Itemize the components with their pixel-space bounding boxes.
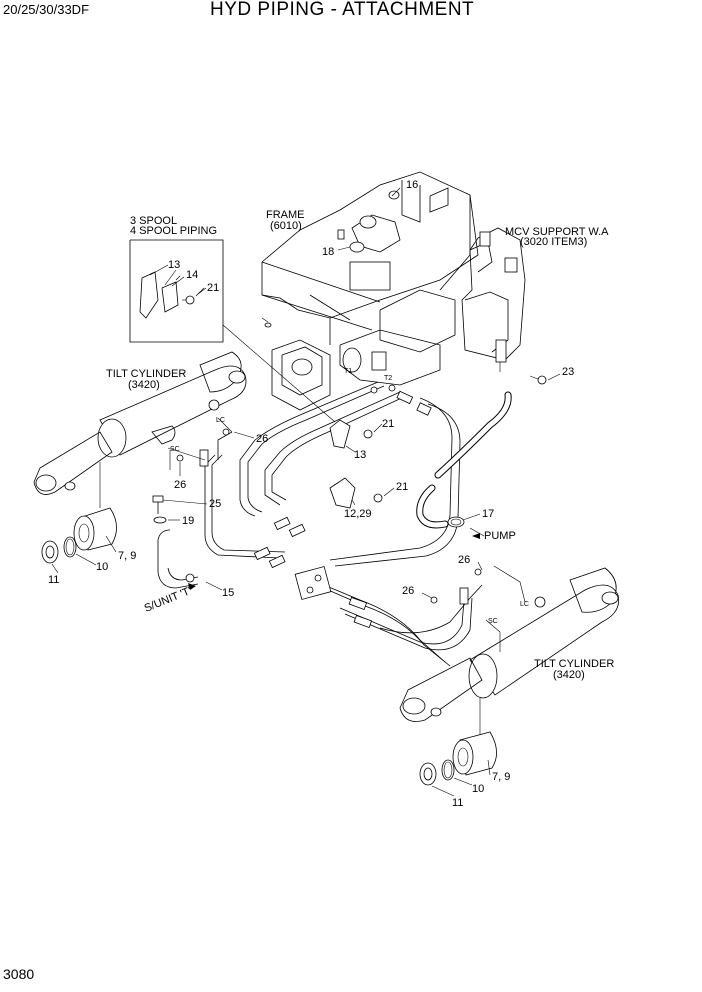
lc-left-label: LC (216, 417, 225, 424)
page-number: 3080 (3, 966, 35, 982)
callout-21-inset: 21 (207, 282, 219, 294)
sc-left-label: SC (170, 446, 180, 453)
callout-26-a: 26 (256, 433, 268, 445)
spool-inset-box (129, 239, 336, 423)
sunit-label: S/UNIT 'T' (143, 585, 194, 615)
frame-label: FRAME (266, 209, 305, 221)
callout-10-right: 10 (472, 783, 484, 795)
spool-4-label: 4 SPOOL PIPING (130, 225, 217, 237)
seal-kit-left (41, 507, 117, 564)
frame-ref-label: (6010) (270, 220, 302, 232)
callout-11-left: 11 (48, 574, 59, 586)
callout-25: 25 (209, 498, 221, 510)
callout-7-9-left: 7, 9 (118, 550, 136, 562)
callout-26-d: 26 (402, 585, 414, 597)
lc-right-label: LC (520, 601, 529, 608)
callout-7-9-right: 7, 9 (492, 771, 510, 783)
callout-18: 18 (322, 246, 334, 258)
callout-23: 23 (562, 366, 574, 378)
pump-arrow (472, 533, 480, 539)
callout-17: 17 (482, 508, 494, 520)
tilt-cylinder-right (399, 567, 620, 738)
model-code: 20/25/30/33DF (3, 2, 90, 17)
sunit-arrow (188, 583, 196, 590)
mcv-support-bracket (461, 227, 526, 372)
callout-16: 16 (406, 179, 418, 191)
sc-right-label: SC (488, 618, 498, 625)
callout-21-b: 21 (396, 481, 408, 493)
tilt-cylinder-right-ref: (3420) (553, 669, 585, 681)
leader-lines (51, 187, 561, 797)
callout-10-left: 10 (96, 561, 108, 573)
spool-3-label: 3 SPOOL (130, 215, 177, 227)
callout-15: 15 (222, 587, 234, 599)
callout-21-a: 21 (382, 418, 394, 430)
callout-14: 14 (186, 269, 198, 281)
frame-structure (261, 171, 479, 411)
callout-13: 13 (354, 449, 366, 461)
callout-26-b: 26 (174, 479, 186, 491)
mcv-support-ref-label: (3020 ITEM3) (520, 236, 587, 248)
t2-label: T2 (384, 375, 392, 382)
callout-19: 19 (182, 515, 194, 527)
tilt-cylinder-left-ref: (3420) (128, 379, 160, 391)
page-title: HYD PIPING - ATTACHMENT (210, 0, 475, 20)
seal-kit-right (419, 731, 497, 786)
tilt-cylinder-left-label: TILT CYLINDER (106, 368, 186, 380)
callout-11-right: 11 (452, 797, 463, 809)
t1-label: T1 (344, 368, 352, 375)
callout-12-29: 12,29 (344, 508, 372, 520)
hydraulic-piping (152, 375, 547, 667)
tilt-cylinder-right-label: TILT CYLINDER (534, 658, 614, 670)
callout-26-c: 26 (458, 554, 470, 566)
callout-13-inset: 13 (168, 259, 180, 271)
tilt-cylinder-left (33, 351, 247, 508)
pump-label: PUMP (484, 530, 516, 542)
mcv-support-label: MCV SUPPORT W.A (505, 226, 609, 238)
